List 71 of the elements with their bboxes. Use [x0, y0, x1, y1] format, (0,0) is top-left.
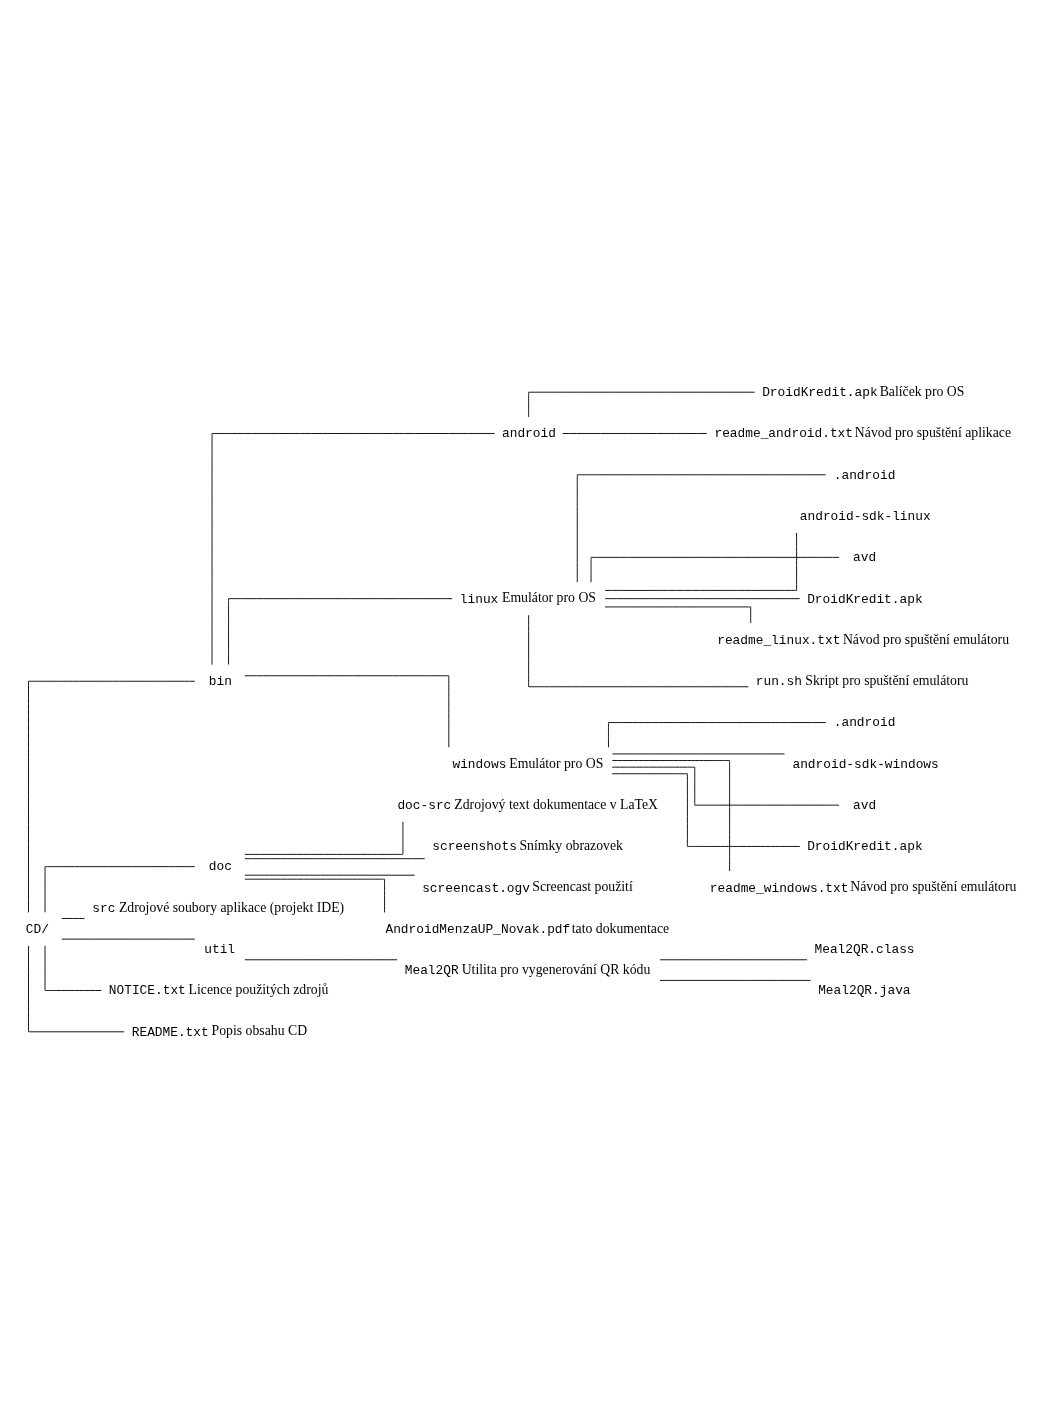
connector: [611, 773, 801, 847]
node-label: Návod pro spuštění emulátoru: [850, 879, 1017, 895]
connector: [659, 979, 812, 981]
node-text: run.sh: [755, 674, 802, 690]
node-text: avd: [853, 550, 877, 566]
connector: [608, 722, 827, 748]
node-text: README.txt: [131, 1024, 209, 1040]
node-label: Popis obsahu CD: [211, 1023, 308, 1039]
node-text: linux: [459, 591, 499, 607]
node-text: DroidKredit.apk: [762, 385, 878, 401]
node-text: avd: [853, 798, 877, 813]
connector: [611, 766, 840, 806]
node-text: screenshots: [432, 839, 517, 855]
node-text: NOTICE.txt: [108, 983, 186, 999]
node-label: Utilita pro vygenerování QR kódu: [461, 962, 651, 977]
connector: [604, 606, 752, 624]
node-label: Zdrojový text dokumentace v LaTeX: [454, 796, 659, 812]
connector: [44, 945, 102, 991]
node-text: .android: [833, 467, 896, 483]
node-text: android-sdk-windows: [792, 756, 939, 772]
node-label: Snímky obrazovek: [519, 838, 623, 854]
connector: [228, 598, 453, 665]
node-text: .android: [833, 715, 896, 731]
node-text: DroidKredit.apk: [807, 591, 923, 607]
node-text: util: [204, 942, 236, 958]
node-label: Zdrojové soubory aplikace (projekt IDE): [118, 899, 345, 915]
node-text: DroidKredit.apk: [807, 839, 923, 855]
connector: [659, 959, 808, 961]
node-text: android-sdk-linux: [799, 508, 931, 524]
node-text: windows: [452, 756, 507, 772]
node-text: Meal2QR.java: [818, 983, 911, 999]
connector: [244, 878, 385, 913]
connector: [28, 945, 125, 1033]
node-label: Screencast použití: [532, 879, 633, 895]
node-text: CD/: [25, 921, 49, 937]
connector: [244, 821, 404, 855]
node-text: bin: [208, 674, 232, 690]
connector: [211, 433, 495, 666]
connector: [244, 858, 426, 860]
connector: [528, 614, 749, 688]
connector: [604, 532, 798, 591]
node-text: AndroidMenzaUP_Novak.pdf: [385, 921, 571, 937]
connector: [604, 598, 801, 600]
connector: [244, 675, 450, 748]
node-label: Licence použitých zdrojů: [188, 982, 329, 998]
node-text: android: [502, 426, 556, 442]
node-text: Meal2QR.class: [814, 942, 915, 958]
node-label: Emulátor pro OS: [502, 590, 596, 606]
connector: [590, 556, 840, 583]
node-text: readme_windows.txt: [709, 880, 849, 896]
node-label: Návod pro spuštění aplikace: [854, 425, 1012, 441]
connector: [562, 433, 708, 434]
connector: [244, 959, 398, 961]
node-label: Návod pro spuštění emulátoru: [842, 631, 1010, 647]
node-text: doc: [208, 859, 232, 875]
node-text: readme_android.txt: [714, 426, 854, 442]
node-text: doc-src: [397, 798, 452, 813]
node-label: Emulátor pro OS: [509, 755, 604, 771]
connector: [528, 391, 756, 418]
node-text: readme_linux.txt: [717, 632, 841, 648]
node-label: tato dokumentace: [571, 920, 670, 936]
node-label: Balíček pro OS: [879, 383, 965, 399]
node-text: Meal2QR: [404, 963, 459, 979]
connector: [28, 680, 196, 913]
connector: [611, 760, 731, 872]
connector: [61, 918, 85, 919]
node-text: src: [92, 900, 116, 916]
node-text: screencast.ogv: [422, 880, 530, 896]
connector: [44, 866, 196, 913]
connector: [576, 474, 827, 583]
node-label: Skript pro spuštění emulátoru: [805, 672, 969, 688]
